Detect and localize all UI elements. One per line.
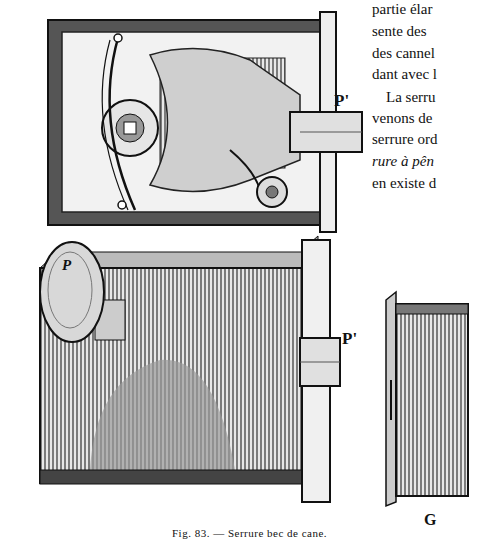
text-line: en existe d: [372, 176, 436, 191]
text-line: serrure ord: [372, 132, 437, 147]
text-line: venons de: [372, 111, 432, 126]
part-letter: G: [424, 512, 436, 528]
part-letter: P: [62, 258, 71, 273]
lock-exterior: [40, 236, 340, 502]
text-line: des cannel: [372, 46, 435, 61]
part-letter: P': [334, 92, 349, 109]
lock-interior: [48, 12, 362, 232]
text-line: dant avec l: [372, 67, 437, 82]
lock-side-view: [386, 292, 468, 506]
figure-caption: Fig. 83. — Serrure bec de cane.: [172, 528, 327, 539]
text-line: La serru: [386, 90, 436, 105]
text-line: partie élar: [372, 2, 432, 17]
text-line: rure à pên: [372, 154, 434, 169]
part-letter: P': [342, 330, 357, 347]
text-line: sente des: [372, 24, 427, 39]
